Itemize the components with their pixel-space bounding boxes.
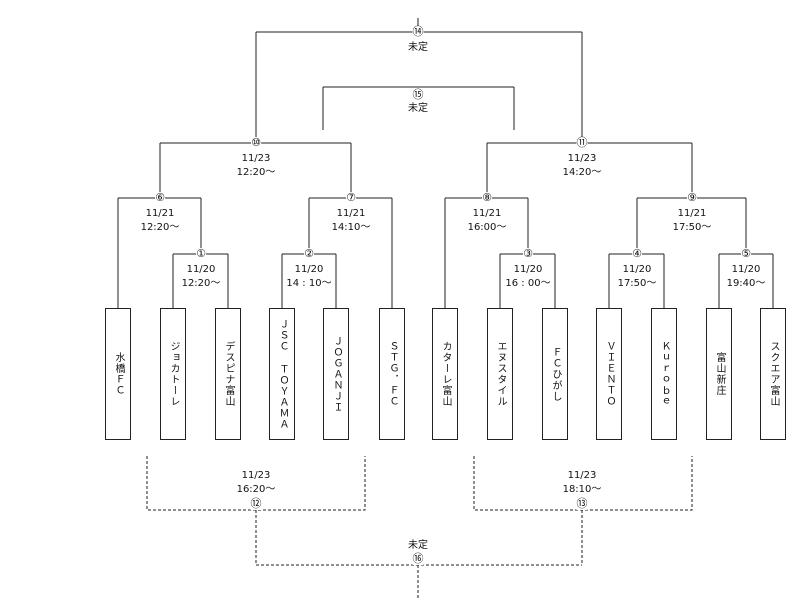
match-13-date: 11/23 — [567, 470, 597, 481]
team-name: スクエア富山 — [768, 341, 779, 407]
match-4-date: 11/20 — [622, 264, 652, 275]
match-16-number: ⑯ — [412, 552, 424, 565]
match-11-number: ⑪ — [576, 136, 588, 149]
team-name: ＪＳＣ ＴＯＹＡＭＡ — [277, 318, 288, 430]
team-name: エヌスタイル — [495, 341, 506, 407]
team-name: ＶＩＥＮＴＯ — [604, 341, 615, 407]
match-3-time: 16 : 00～ — [505, 278, 551, 289]
match-8-date: 11/21 — [472, 208, 502, 219]
match-8-number: ⑧ — [482, 191, 492, 204]
match-9-number: ⑨ — [687, 191, 697, 204]
team-name: デスピナ富山 — [223, 341, 234, 407]
match-10-number: ⑩ — [251, 136, 261, 149]
match-1-number: ① — [196, 247, 206, 260]
team-box: Ｋｕｒｏｂｅ — [651, 308, 677, 440]
team-box: ＳＴＧ．ＦＣ — [379, 308, 405, 440]
team-name: カターレ富山 — [440, 341, 451, 407]
match-13-time: 18:10～ — [562, 484, 602, 495]
match-2-number: ② — [304, 247, 314, 260]
team-box: 富山新庄 — [706, 308, 732, 440]
team-name: Ｋｕｒｏｂｅ — [659, 341, 670, 407]
match-3-number: ③ — [523, 247, 533, 260]
team-box: スクエア富山 — [760, 308, 786, 440]
match-1-time: 12:20～ — [181, 278, 221, 289]
team-box: エヌスタイル — [487, 308, 513, 440]
match-13-number: ⑬ — [576, 497, 588, 510]
match-8-time: 16:00～ — [467, 222, 507, 233]
match-15-label: 未定 — [408, 103, 428, 114]
match-6-number: ⑥ — [155, 191, 165, 204]
match-3-date: 11/20 — [513, 264, 543, 275]
match-4-time: 17:50～ — [617, 278, 657, 289]
match-2-time: 14 : 10～ — [286, 278, 332, 289]
team-name: ジョカトーレ — [168, 341, 179, 407]
match-10-date: 11/23 — [241, 153, 271, 164]
match-10-time: 12:20～ — [236, 167, 276, 178]
team-box: ＪＯＧＡＮＪＩ — [323, 308, 349, 440]
match-14-number: ⑭ — [412, 25, 424, 38]
team-box: ＶＩＥＮＴＯ — [596, 308, 622, 440]
team-box: カターレ富山 — [432, 308, 458, 440]
match-5-date: 11/20 — [731, 264, 761, 275]
match-7-date: 11/21 — [336, 208, 366, 219]
team-name: 水橋ＦＣ — [113, 352, 124, 396]
match-5-number: ⑤ — [741, 247, 751, 260]
match-9-date: 11/21 — [677, 208, 707, 219]
match-9-time: 17:50～ — [672, 222, 712, 233]
team-box: ＪＳＣ ＴＯＹＡＭＡ — [269, 308, 295, 440]
match-12-time: 16:20～ — [236, 484, 276, 495]
match-15-number: ⑮ — [412, 88, 424, 101]
match-6-time: 12:20～ — [140, 222, 180, 233]
match-12-number: ⑫ — [250, 497, 262, 510]
team-name: ＳＴＧ．ＦＣ — [387, 341, 398, 407]
team-box: ＦＣひがし — [542, 308, 568, 440]
team-name: ＪＯＧＡＮＪＩ — [331, 335, 342, 413]
team-name: ＦＣひがし — [550, 346, 561, 402]
match-11-date: 11/23 — [567, 153, 597, 164]
match-6-date: 11/21 — [145, 208, 175, 219]
match-1-date: 11/20 — [186, 264, 216, 275]
match-7-time: 14:10～ — [331, 222, 371, 233]
team-box: デスピナ富山 — [215, 308, 241, 440]
match-14-label: 未定 — [408, 42, 428, 53]
match-16-label: 未定 — [408, 540, 428, 551]
match-5-time: 19:40～ — [726, 278, 766, 289]
match-4-number: ④ — [632, 247, 642, 260]
match-11-time: 14:20～ — [562, 167, 602, 178]
team-box: 水橋ＦＣ — [105, 308, 131, 440]
match-12-date: 11/23 — [241, 470, 271, 481]
team-name: 富山新庄 — [714, 352, 725, 396]
match-2-date: 11/20 — [294, 264, 324, 275]
match-7-number: ⑦ — [346, 191, 356, 204]
team-box: ジョカトーレ — [160, 308, 186, 440]
